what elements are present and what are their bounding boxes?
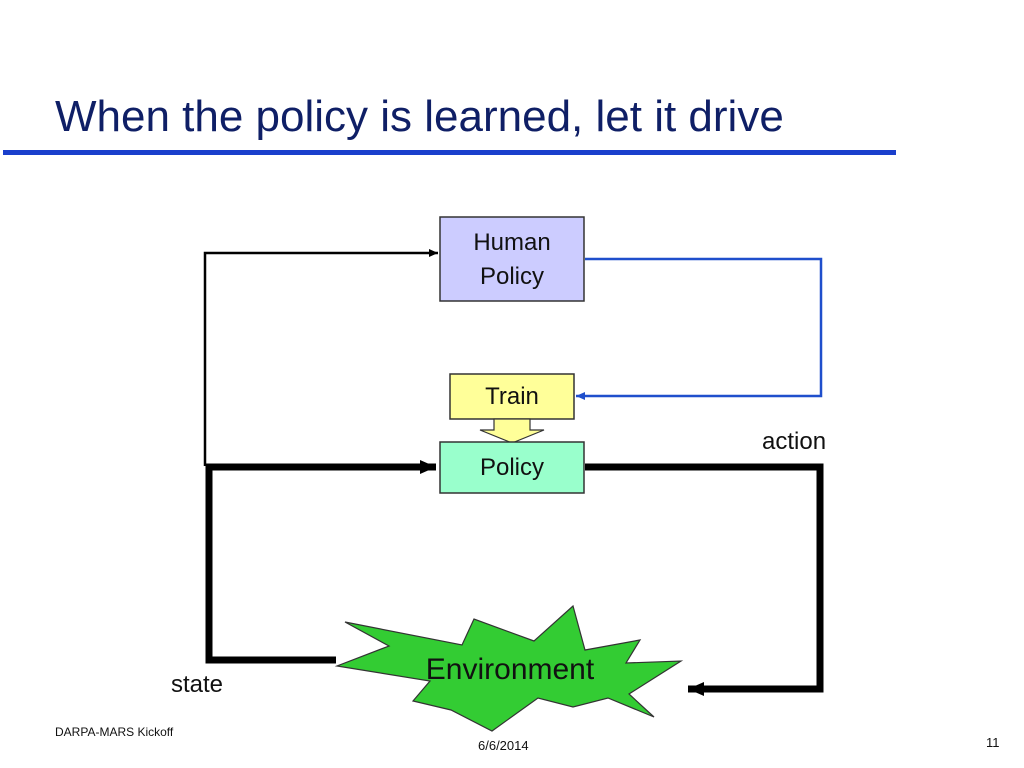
footer-page-number: 11 (986, 735, 1000, 750)
state-to-policy-arrow (205, 460, 436, 664)
state-label: state (171, 671, 224, 698)
environment-starburst (334, 604, 684, 732)
train-to-policy-block-arrow (479, 418, 545, 444)
human-policy-label: Human Policy (440, 226, 584, 294)
human-policy-label-line2: Policy (479, 263, 545, 290)
human-policy-label-line1: Human (473, 229, 551, 256)
slide-title: When the policy is learned, let it drive (55, 92, 784, 141)
state-to-human-policy-arrow (203, 249, 438, 466)
environment-label: Environment (425, 653, 595, 686)
action-label: action (762, 428, 827, 455)
footer-date: 6/6/2014 (478, 738, 529, 753)
train-label: Train (485, 382, 539, 410)
policy-label: Policy (479, 453, 545, 481)
train-box (449, 373, 575, 420)
human-policy-to-train-arrow (576, 257, 823, 400)
title-underline (3, 150, 896, 155)
policy-box (439, 441, 585, 494)
action-to-environment-arrow (585, 463, 824, 696)
footer-presentation-name: DARPA-MARS Kickoff (55, 725, 174, 739)
human-policy-box (439, 216, 585, 302)
